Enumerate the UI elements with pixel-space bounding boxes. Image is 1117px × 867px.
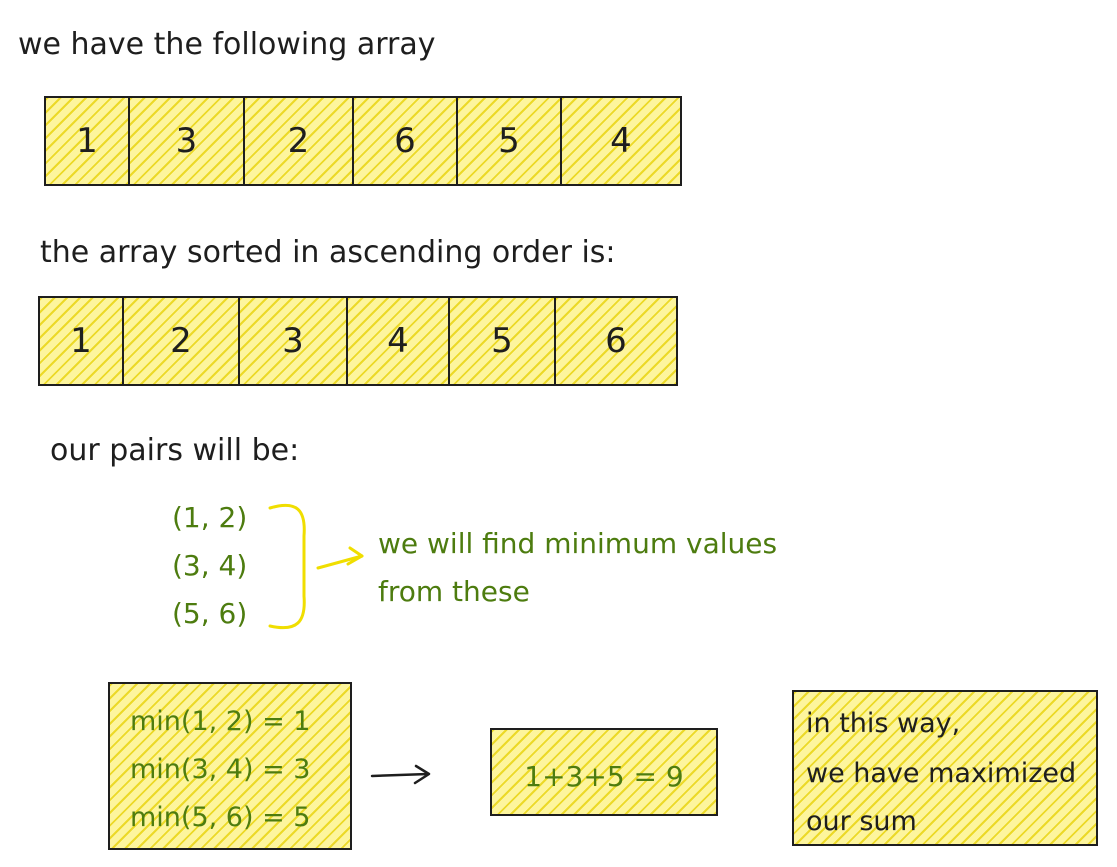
pair-item: (1, 2)	[172, 501, 248, 534]
array-cell-value: 2	[170, 321, 192, 361]
array-cell-value: 4	[387, 321, 409, 361]
sorted-array: 1 2 3 4 5 6	[38, 296, 678, 386]
array-cell: 2	[245, 98, 354, 184]
array-cell-value: 1	[76, 121, 98, 161]
array-cell-value: 6	[605, 321, 627, 361]
array-cell-value: 5	[491, 321, 513, 361]
sorted-array-cell: 5	[450, 298, 556, 384]
min-line: min(5, 6) = 5	[130, 802, 311, 833]
array-cell-value: 2	[287, 121, 310, 161]
pairs-bracket-icon	[268, 503, 364, 630]
conclusion-line: we have maximized	[806, 758, 1077, 789]
pair-item: (3, 4)	[172, 549, 248, 582]
array-cell: 6	[354, 98, 458, 184]
original-array: 1 3 2 6 5 4	[44, 96, 682, 186]
intro-text: we have the following array	[18, 27, 436, 62]
array-cell-value: 4	[610, 121, 632, 161]
pairs-intro-text: our pairs will be:	[50, 433, 300, 468]
sum-text: 1+3+5 = 9	[524, 760, 684, 793]
sorted-array-cell: 2	[124, 298, 240, 384]
sorted-array-cell: 3	[240, 298, 348, 384]
sorted-array-cell: 4	[348, 298, 450, 384]
array-cell: 1	[46, 98, 130, 184]
pair-item: (5, 6)	[172, 597, 248, 630]
min-line: min(3, 4) = 3	[130, 754, 311, 785]
array-cell-value: 5	[498, 121, 520, 161]
sorted-intro-text: the array sorted in ascending order is:	[40, 235, 616, 270]
sorted-array-cell: 1	[40, 298, 124, 384]
conclusion-line: our sum	[806, 806, 917, 837]
note-line-1: we will find minimum values	[378, 527, 778, 560]
min-results-box: min(1, 2) = 1 min(3, 4) = 3 min(5, 6) = …	[108, 682, 352, 850]
array-cell-value: 3	[175, 121, 198, 161]
array-cell-value: 1	[70, 321, 92, 361]
array-cell-value: 6	[394, 121, 416, 161]
conclusion-line: in this way,	[806, 708, 961, 739]
conclusion-box: in this way, we have maximized our sum	[792, 690, 1098, 846]
arrow-right-icon	[370, 764, 431, 785]
array-cell: 3	[130, 98, 245, 184]
array-cell: 4	[562, 98, 680, 184]
sorted-array-cell: 6	[556, 298, 676, 384]
sum-box: 1+3+5 = 9	[490, 728, 718, 816]
array-cell-value: 3	[282, 321, 304, 361]
min-line: min(1, 2) = 1	[130, 706, 311, 737]
note-line-2: from these	[378, 575, 530, 608]
array-cell: 5	[458, 98, 562, 184]
